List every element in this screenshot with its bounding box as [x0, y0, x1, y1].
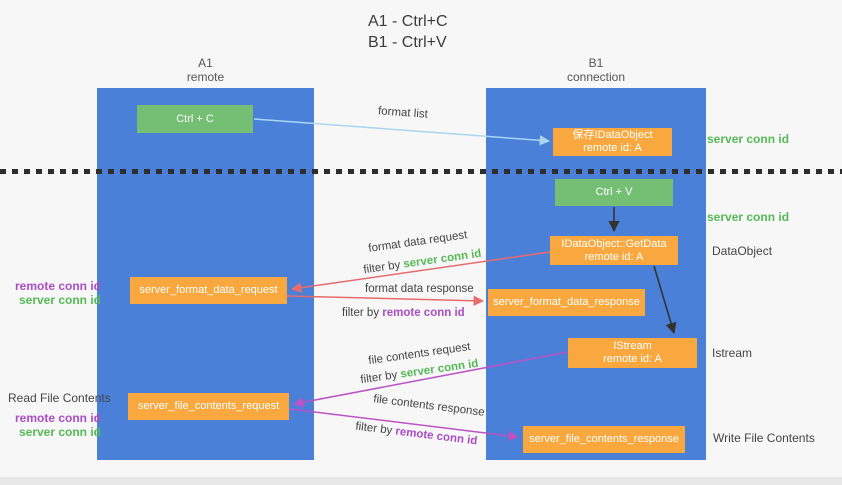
node-idataobject-getdata: IDataObject::GetData remote id: A	[550, 236, 678, 265]
node-server-format-data-response: server_format_data_response	[488, 289, 645, 316]
annotation-read-file-contents: Read File Contents	[8, 391, 111, 405]
file-request-label: server_file_contents_request	[137, 400, 280, 412]
node-server-file-contents-response: server_file_contents_response	[523, 426, 685, 453]
save-idataobject-line1: 保存IDataObject	[572, 129, 653, 141]
filter-highlight-1: server conn id	[402, 247, 483, 271]
filter-prefix-2: filter by	[342, 307, 383, 319]
node-ctrl-v: Ctrl + V	[555, 179, 673, 206]
annotation-dataobject: DataObject	[712, 244, 773, 258]
ctrl-c-label: Ctrl + C	[176, 112, 214, 125]
bottom-strip	[0, 477, 842, 485]
filter-prefix-3: filter by	[359, 368, 402, 387]
title-line-1: A1 - Ctrl+C	[368, 13, 448, 30]
label-filter-by-remote-conn-id-1: filter by remote conn id	[342, 307, 465, 319]
format-request-label: server_format_data_request	[139, 284, 278, 296]
filter-highlight-2: remote conn id	[382, 307, 465, 319]
lane-b1-name: B1	[588, 56, 604, 70]
annotation-left-mid-server-conn-id: server conn id	[18, 293, 101, 307]
getdata-line1: IDataObject::GetData	[561, 237, 667, 250]
format-response-label: server_format_data_response	[493, 296, 640, 308]
filter-highlight-3: server conn id	[399, 357, 480, 381]
annotation-write-file-contents: Write File Contents	[713, 431, 815, 445]
arrow-format-data-response	[286, 295, 485, 307]
node-istream: IStream remote id: A	[568, 338, 697, 368]
lane-header-a1: A1 remote	[97, 56, 314, 84]
filter-prefix-1: filter by	[362, 258, 405, 277]
title-line-2: B1 - Ctrl+V	[368, 34, 447, 51]
annotation-left-mid-remote-conn-id: remote conn id	[14, 279, 101, 293]
label-format-data-response: format data response	[365, 283, 474, 295]
annotation-server-conn-id-mid: server conn id	[707, 210, 790, 224]
file-response-label: server_file_contents_response	[529, 433, 679, 445]
node-server-format-data-request: server_format_data_request	[130, 277, 287, 304]
label-filter-by-remote-conn-id-2: filter by remote conn id	[355, 421, 478, 448]
annotation-left-bottom-remote-conn-id: remote conn id	[14, 411, 101, 425]
annotation-istream: Istream	[712, 346, 753, 360]
lane-b1-sub: connection	[566, 70, 626, 84]
label-format-list: format list	[377, 105, 429, 121]
annotation-left-bottom-server-conn-id: server conn id	[18, 425, 101, 439]
lane-a1-sub: remote	[186, 70, 225, 84]
node-ctrl-c: Ctrl + C	[137, 105, 253, 133]
node-save-idataobject: 保存IDataObject remote id: A	[553, 128, 672, 156]
label-file-contents-response: file contents response	[372, 393, 486, 419]
filter-highlight-4: remote conn id	[394, 425, 478, 448]
save-idataobject-line2: remote id: A	[583, 142, 642, 154]
lane-a1-name: A1	[198, 56, 213, 70]
istream-line2: remote id: A	[603, 353, 662, 365]
istream-line1: IStream	[613, 340, 652, 352]
annotation-server-conn-id-top: server conn id	[707, 132, 790, 146]
section-separator-dashed-line	[0, 169, 842, 174]
ctrl-v-label: Ctrl + V	[595, 186, 633, 198]
getdata-line2: remote id: A	[584, 250, 644, 263]
diagram-title: A1 - Ctrl+C B1 - Ctrl+V	[368, 11, 448, 53]
node-server-file-contents-request: server_file_contents_request	[128, 393, 289, 420]
lane-header-b1: B1 connection	[486, 56, 706, 84]
filter-prefix-4: filter by	[354, 420, 397, 438]
